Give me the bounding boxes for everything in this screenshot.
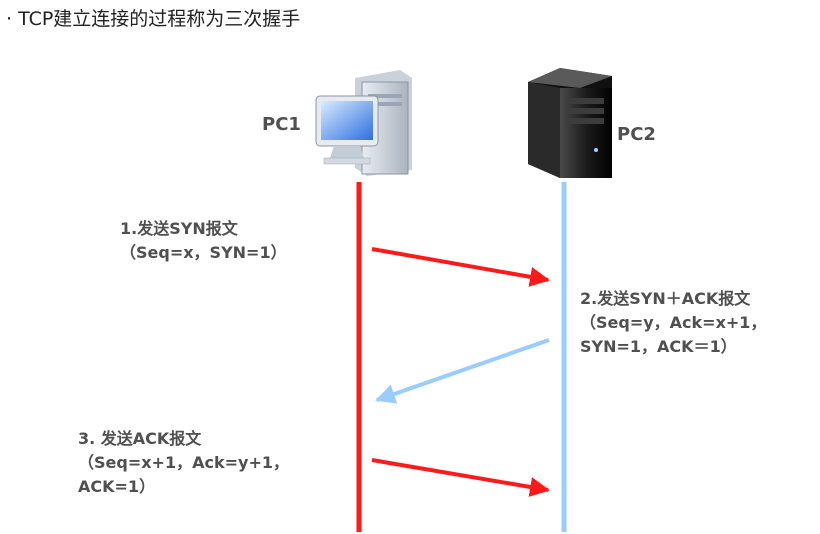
desktop-pc-icon (315, 70, 412, 176)
step-3-line-1: 3. 发送ACK报文 (78, 429, 202, 448)
pc1-label: PC1 (262, 114, 301, 135)
step-3-line-2: （Seq=x+1，Ack=y+1， (78, 453, 289, 472)
step-2-line-3: SYN=1，ACK＝1） (580, 337, 737, 356)
step-1-line-2: （Seq=x，SYN=1） (120, 243, 287, 262)
server-tower-icon (528, 68, 612, 178)
pc2-label: PC2 (617, 124, 656, 145)
page-title: · TCP建立连接的过程称为三次握手 (6, 8, 301, 30)
step-1-line-1: 1.发送SYN报文 (120, 219, 238, 238)
step-3-label: 3. 发送ACK报文 （Seq=x+1，Ack=y+1， ACK=1） (78, 427, 289, 499)
step-2-line-1: 2.发送SYN＋ACK报文 (580, 289, 751, 308)
step-3-line-3: ACK=1） (78, 477, 156, 496)
step-3-arrow (371, 458, 550, 497)
step-1-label: 1.发送SYN报文 （Seq=x，SYN=1） (120, 217, 287, 265)
step-2-line-2: （Seq=y，Ack=x+1， (580, 313, 767, 332)
step-2-arrow (375, 338, 550, 404)
step-1-arrow (371, 247, 550, 287)
step-2-label: 2.发送SYN＋ACK报文 （Seq=y，Ack=x+1， SYN=1，ACK＝… (580, 287, 766, 359)
